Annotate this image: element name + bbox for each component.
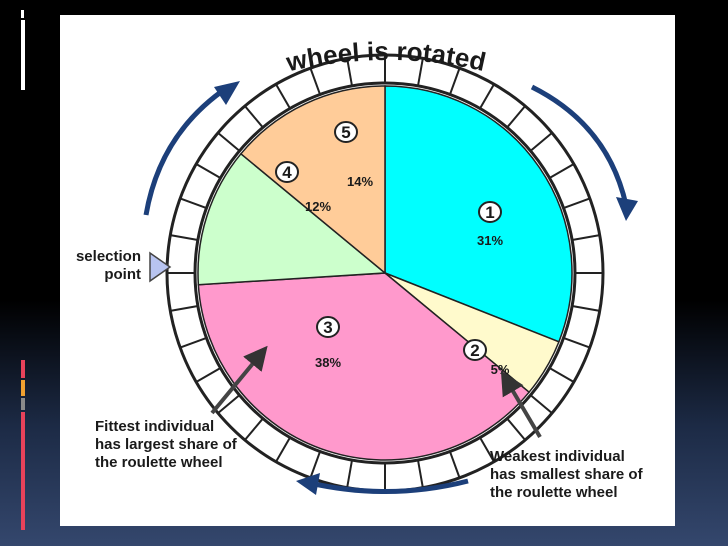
wheel-ring-divider: [346, 459, 353, 488]
segment-number-3: 3: [323, 318, 332, 337]
segment-badge-4: [275, 161, 299, 183]
segment-percent-1: 31%: [477, 233, 503, 248]
segment-percent-2: 5%: [491, 362, 510, 377]
segment-number-5: 5: [341, 123, 350, 142]
wheel-segments: [197, 85, 573, 461]
wheel-ring-divider: [346, 58, 353, 87]
segment-badge-2: [463, 339, 487, 361]
rotation-arrowhead-left: [214, 81, 240, 105]
wheel-ring-divider: [563, 197, 591, 209]
weakest-callout-line2: has smallest share of: [490, 466, 644, 483]
slide-accent-bar: [21, 360, 25, 378]
wheel-ring-divider: [309, 67, 321, 95]
selection-pointer: [149, 251, 172, 283]
wheel-ring-divider: [244, 105, 264, 129]
selection-label-line1: selection: [76, 248, 141, 265]
wheel-ring-divider: [170, 234, 199, 241]
wheel-ring-divider: [179, 197, 207, 209]
wheel-ring-divider: [506, 105, 526, 129]
wheel-ring-divider: [417, 459, 424, 488]
wheel-ring-divider: [571, 234, 600, 241]
wheel-ring-divider: [529, 132, 553, 152]
selection-label-line2: point: [104, 266, 141, 283]
roulette-wheel-svg: 131%25%338%412%514% wheel is rotated sel…: [76, 36, 644, 501]
segment-badge-1: [478, 201, 502, 223]
wheel-ring-divider: [244, 417, 264, 441]
rotation-arrowhead-right: [616, 197, 638, 221]
fittest-callout-arrow: [210, 345, 268, 415]
wheel-ring-divider: [275, 437, 291, 463]
segment-3: [197, 272, 531, 461]
wheel-ring-divider: [479, 437, 495, 463]
rotation-arrow-right: [530, 84, 629, 206]
fittest-callout-line1: Fittest individual: [95, 418, 214, 435]
slide-accent-bar: [21, 380, 25, 396]
wheel-ring-divider: [449, 67, 461, 95]
wheel-ring-divider: [217, 394, 241, 414]
segment-number-4: 4: [282, 163, 292, 182]
segment-percent-3: 38%: [315, 355, 341, 370]
segment-percent-4: 12%: [305, 199, 331, 214]
wheel-ring-divider: [179, 337, 207, 349]
wheel-ring-divider: [217, 132, 241, 152]
wheel-ring-divider: [506, 417, 526, 441]
slide-accent-bar: [21, 20, 25, 90]
wheel-ring-divider: [449, 451, 461, 479]
wheel-ring-divider: [479, 83, 495, 109]
segment-number-1: 1: [485, 203, 494, 222]
wheel-ring-divider: [195, 163, 221, 179]
wheel-ring-divider: [195, 367, 221, 383]
wheel-ring-divider: [563, 337, 591, 349]
weakest-callout-line1: Weakest individual: [490, 448, 625, 465]
segment-number-2: 2: [470, 341, 479, 360]
wheel-ring-divider: [549, 163, 575, 179]
rotation-arrowhead-bottom: [296, 473, 320, 495]
rotation-arrow-bottom: [309, 478, 469, 495]
wheel-ring-divider: [275, 83, 291, 109]
slide-accent-bar: [21, 10, 24, 18]
fittest-callout-line3: the roulette wheel: [95, 454, 223, 471]
wheel-ring-divider: [309, 451, 321, 479]
segment-percent-5: 14%: [347, 174, 373, 189]
rotation-arrow-left: [143, 84, 230, 216]
wheel-ring-divider: [571, 305, 600, 312]
wheel-ring-divider: [417, 58, 424, 87]
slide-accent-bar: [21, 412, 25, 530]
segment-badge-3: [316, 316, 340, 338]
weakest-callout-arrow: [500, 370, 542, 439]
wheel-ring-divider: [549, 367, 575, 383]
segment-badges: 1 31% 2 5% 3 38% 4 12% 5 14%: [275, 121, 510, 377]
slide-accent-bar: [21, 398, 25, 410]
segment-badge-5: [334, 121, 358, 143]
wheel-ring-divider: [529, 394, 553, 414]
weakest-callout-line3: the roulette wheel: [490, 484, 618, 501]
fittest-callout-line2: has largest share of: [95, 436, 238, 453]
segment-4: [197, 152, 387, 286]
wheel-ring-divider: [170, 305, 199, 312]
